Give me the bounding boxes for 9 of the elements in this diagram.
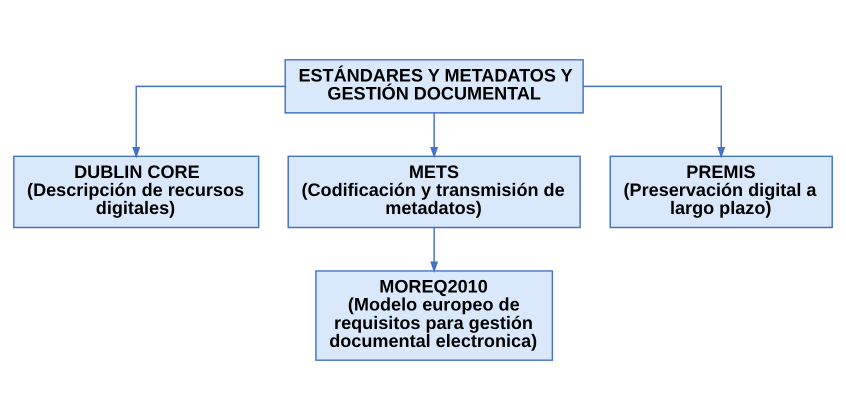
node-box: ESTÁNDARES Y METADATOS Y GESTIÓN DOCUMENTAL (284, 58, 584, 114)
node-box: PREMIS (Preservación digital a largo plazo) (610, 155, 833, 228)
node-box: DUBLIN CORE (Descripción de recursos digitales) (13, 155, 260, 228)
arrow (430, 112, 438, 158)
arrow (583, 85, 726, 158)
arrow (132, 85, 285, 158)
arrow (430, 227, 438, 272)
node-box: METS (Codificación y transmisión de metadatos) (287, 155, 581, 228)
node-box: MOREQ2010 (Modelo europeo de requisitos para gestión documental electronica) (315, 270, 554, 360)
